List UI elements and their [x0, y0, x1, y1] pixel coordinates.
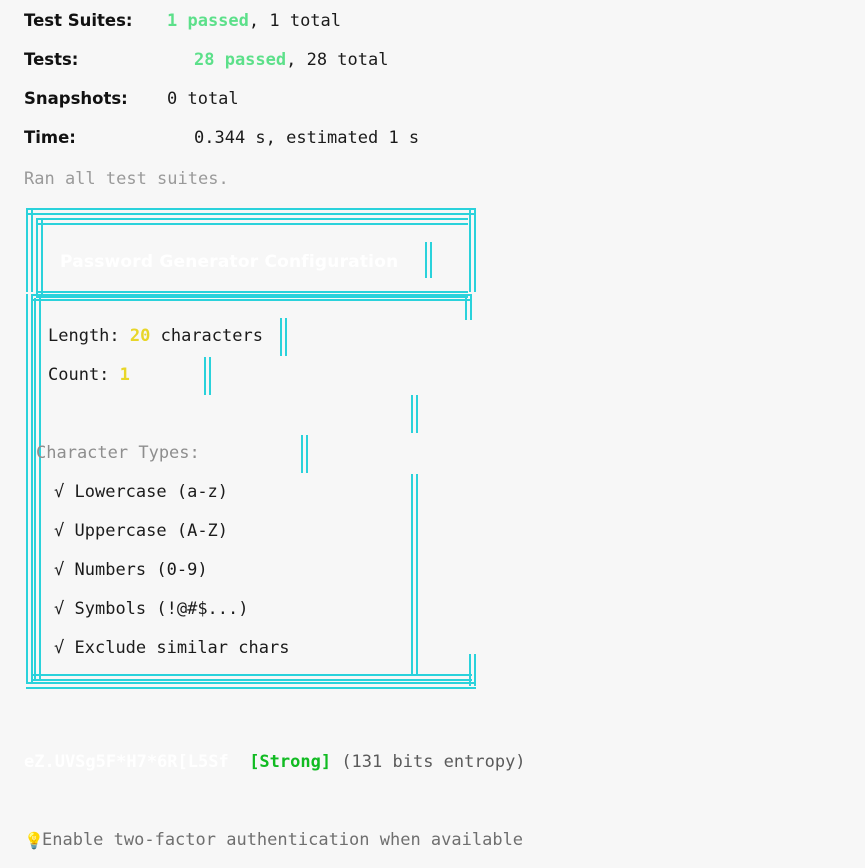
- option-row-lowercase: √ Lowercase (a-z): [54, 484, 228, 501]
- summary-value-test-suites: 1 passed, 1 total: [167, 13, 341, 30]
- summary-value-tests: 28 passed, 28 total: [194, 52, 388, 69]
- option-gap: [64, 599, 74, 619]
- option-row-numbers: √ Numbers (0-9): [54, 562, 208, 579]
- title-row-trailing-bar: [425, 242, 432, 278]
- generated-password-value[interactable]: eZ.UVSg5F*H7*6R[L5Sf: [24, 752, 229, 772]
- strength-badge: [Strong]: [249, 752, 332, 772]
- option-row-symbols: √ Symbols (!@#$...): [54, 601, 249, 618]
- summary-row-time: Time: 0.344 s, estimated 1 s: [24, 128, 824, 169]
- security-tip-line: 💡Enable two-factor authentication when a…: [24, 832, 523, 849]
- character-types-trailing-bar: [301, 435, 308, 473]
- count-label: Count:: [48, 365, 120, 385]
- title-box-bottom-border: [36, 291, 468, 298]
- outer-box-left-border-top: [26, 208, 33, 292]
- option-gap: [64, 638, 74, 658]
- option-row-uppercase: √ Uppercase (A-Z): [54, 523, 228, 540]
- ran-all-suites-text: Ran all test suites.: [24, 169, 229, 189]
- check-icon: √: [54, 560, 65, 580]
- check-icon: √: [54, 638, 65, 658]
- body-box-bottom-outer-border: [26, 682, 476, 689]
- title-box-top-border: [36, 218, 468, 225]
- option-label-lowercase: [64, 482, 74, 502]
- result-gap: [229, 752, 249, 772]
- password-generator-config-panel: Password Generator Configuration Length:…: [24, 206, 494, 692]
- character-types-heading: Character Types:: [36, 443, 200, 463]
- summary-value-snapshots: 0 total: [167, 89, 239, 109]
- panel-title: Password Generator Configuration: [60, 252, 399, 272]
- check-icon: √: [54, 521, 65, 541]
- count-value: 1: [119, 365, 130, 385]
- summary-label-test-suites: Test Suites:: [24, 11, 133, 30]
- summary-value-time: 0.344 s, estimated 1 s: [194, 128, 420, 148]
- outer-box-top-border: [26, 208, 476, 215]
- options-trailing-bar: [411, 474, 418, 674]
- length-suffix: characters: [150, 326, 263, 346]
- body-box-right-border-stub: [465, 294, 472, 320]
- summary-pass-tests: 28 passed: [194, 50, 287, 70]
- summary-pass-test-suites: 1 passed: [167, 11, 249, 31]
- body-box-bottom-inner-border: [32, 674, 472, 681]
- option-text-exclude-similar: Exclude similar chars: [74, 638, 290, 658]
- option-text-numbers: Numbers (0-9): [74, 560, 208, 580]
- body-box-top-border: [32, 294, 472, 301]
- body-box-right-bottom-border: [469, 654, 476, 686]
- body-box-left-inner-border: [34, 298, 41, 680]
- option-gap: [64, 521, 74, 541]
- lightbulb-icon: 💡: [24, 830, 44, 850]
- check-icon: √: [54, 482, 65, 502]
- body-box-left-outer-border: [26, 294, 33, 684]
- summary-rest-tests: , 28 total: [286, 50, 389, 70]
- count-row-trailing-bar: [204, 357, 211, 395]
- jest-summary: Test Suites: 1 passed, 1 total Tests: 28…: [24, 11, 824, 169]
- length-label: Length:: [48, 326, 130, 346]
- option-text-lowercase: Lowercase (a-z): [74, 482, 229, 502]
- length-value: 20: [129, 326, 151, 346]
- length-row-trailing-bar: [280, 318, 287, 356]
- summary-row-test-suites: Test Suites: 1 passed, 1 total: [24, 11, 824, 52]
- option-text-uppercase: Uppercase (A-Z): [74, 521, 229, 541]
- summary-row-tests: Tests: 28 passed, 28 total: [24, 50, 824, 91]
- count-row: Count: 1: [48, 367, 130, 384]
- security-tip-text: Enable two-factor authentication when av…: [42, 830, 524, 850]
- length-row: Length: 20 characters: [48, 328, 263, 345]
- summary-label-tests: Tests:: [24, 50, 79, 69]
- title-box-left-border: [36, 218, 43, 298]
- blank-row-trailing-bar: [411, 395, 418, 433]
- summary-label-snapshots: Snapshots:: [24, 89, 128, 108]
- generated-password-line: eZ.UVSg5F*H7*6R[L5Sf [Strong] (131 bits …: [24, 754, 526, 771]
- outer-box-right-border-top: [469, 208, 476, 292]
- option-gap: [64, 560, 74, 580]
- option-row-exclude-similar: √ Exclude similar chars: [54, 640, 289, 657]
- check-icon: √: [54, 599, 65, 619]
- summary-row-snapshots: Snapshots: 0 total: [24, 89, 824, 130]
- option-text-symbols: Symbols (!@#$...): [74, 599, 249, 619]
- summary-label-time: Time:: [24, 128, 76, 147]
- summary-rest-test-suites: , 1 total: [248, 11, 342, 31]
- entropy-text: (131 bits entropy): [331, 752, 526, 772]
